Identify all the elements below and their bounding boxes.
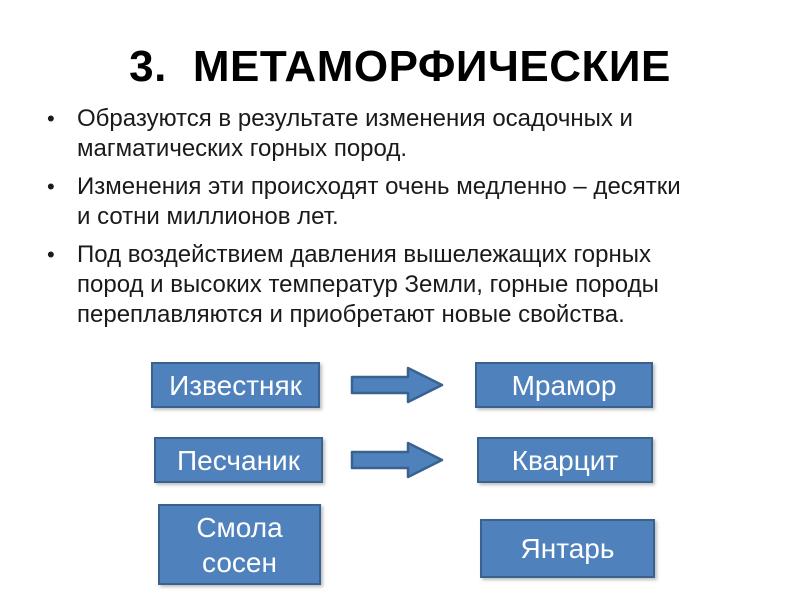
bullet-item: Изменения эти происходят очень медленно …: [40, 172, 758, 232]
diagram-box-label: Янтарь: [520, 533, 615, 564]
diagram-box-sandstone: Песчаник: [154, 437, 323, 483]
title-number: 3.: [129, 42, 167, 91]
bullet-list: Образуются в результате изменения осадоч…: [40, 104, 758, 330]
bullet-line: Изменения эти происходят очень медленно …: [77, 173, 681, 200]
diagram-box-limestone: Известняк: [151, 362, 320, 408]
arrow-right-icon: [350, 365, 445, 405]
diagram-box-label: Песчаник: [177, 444, 300, 476]
diagram-box-amber: Янтарь: [480, 519, 655, 578]
diagram-box-marble: Мрамор: [475, 362, 653, 408]
bullet-line: пород и высоких температур Земли, горные…: [77, 271, 659, 298]
diagram-box-label: Смола сосен: [196, 511, 283, 578]
diagram-box-label: Мрамор: [511, 369, 617, 401]
title-text: МЕТАМОРФИЧЕСКИЕ: [192, 42, 671, 91]
bullet-line: и сотни миллионов лет.: [77, 203, 339, 230]
diagram-box-label: Кварцит: [511, 444, 619, 476]
bullet-item: Под воздействием давления вышележащих го…: [40, 240, 758, 330]
bullet-line: Образуются в результате изменения осадоч…: [77, 105, 633, 132]
bullet-line: магматических горных пород.: [77, 135, 408, 162]
bullet-item: Образуются в результате изменения осадоч…: [40, 104, 758, 164]
bullet-line: Под воздействием давления вышележащих го…: [77, 241, 651, 268]
diagram-box-quartzite: Кварцит: [477, 437, 653, 483]
diagram-box-pine-resin: Смола сосен: [158, 504, 321, 585]
slide-title: 3. МЕТАМОРФИЧЕСКИЕ: [0, 42, 800, 92]
bullet-line: переплавляются и приобретают новые свойс…: [77, 301, 625, 328]
arrow-right-icon: [350, 440, 445, 480]
diagram-box-label: Известняк: [169, 369, 302, 401]
